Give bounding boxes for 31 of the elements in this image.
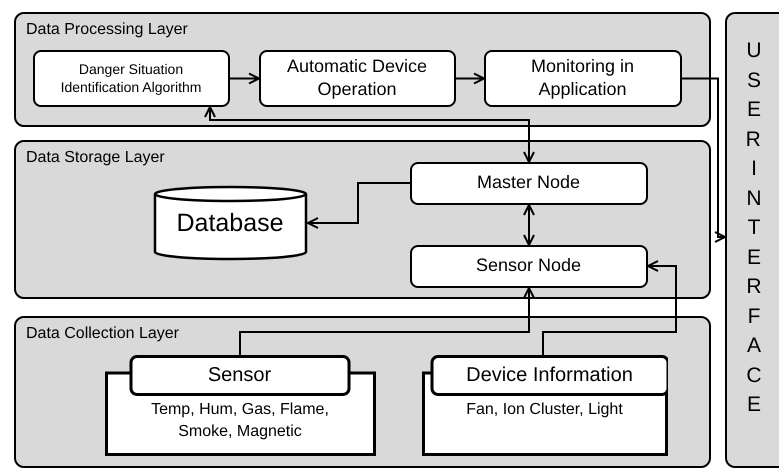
card-title: Sensor xyxy=(206,362,272,388)
process-box xyxy=(484,50,682,106)
layer-title: Data Collection Layer xyxy=(26,325,179,343)
arrow xyxy=(456,72,485,84)
interface-panel xyxy=(725,12,779,468)
layer-panel xyxy=(14,12,711,127)
card-title: Device Information xyxy=(465,362,634,388)
arrow xyxy=(542,260,677,355)
layer-title: Data Processing Layer xyxy=(26,21,188,39)
layer-title: Data Storage Layer xyxy=(26,149,165,167)
card-text: Temp, Hum, Gas, Flame, Smoke, Magnetic xyxy=(150,400,330,442)
process-box xyxy=(258,50,456,106)
node-label: Master Node xyxy=(476,171,582,194)
card-text: Fan, Ion Cluster, Light xyxy=(465,400,624,420)
vertical-label: USER INTERFACE xyxy=(746,38,762,418)
process-box xyxy=(32,50,230,106)
arrow xyxy=(307,182,410,229)
node-label: Automatic Device Operation xyxy=(286,54,428,101)
node-label: Monitoring in Application xyxy=(530,54,636,101)
process-box xyxy=(410,162,648,204)
node-label: Danger Situation Identification Algorithm xyxy=(60,60,202,96)
process-box xyxy=(410,244,648,288)
arrow xyxy=(682,78,726,243)
arrow xyxy=(204,106,535,163)
layer-panel xyxy=(14,140,711,299)
node-label: Database xyxy=(175,208,285,238)
arrow xyxy=(523,204,535,246)
arrow xyxy=(230,72,260,84)
arrow xyxy=(239,287,535,355)
node-label: Sensor Node xyxy=(474,254,582,278)
layer-panel xyxy=(14,316,711,468)
